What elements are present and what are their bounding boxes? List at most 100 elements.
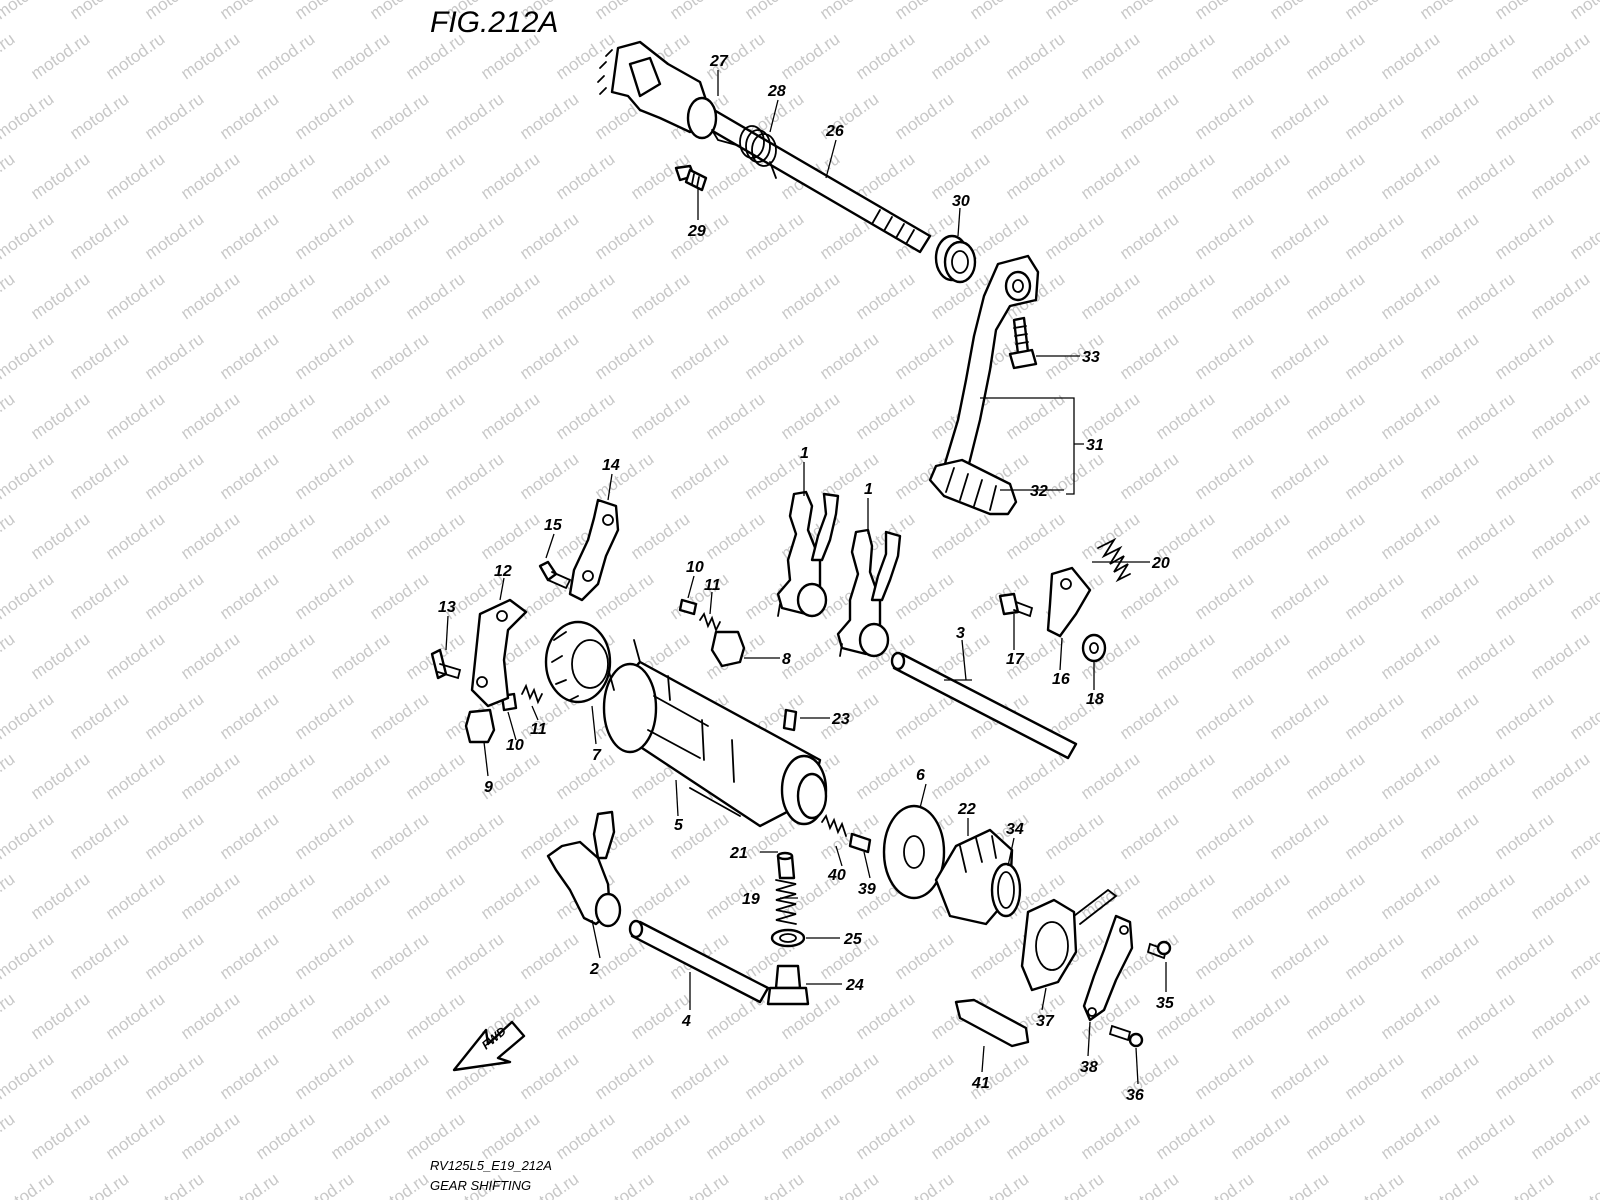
watermark-text: motod.ru bbox=[1077, 509, 1143, 563]
watermark-text: motod.ru bbox=[1416, 569, 1482, 623]
watermark-text: motod.ru bbox=[1452, 989, 1518, 1043]
watermark-text: motod.ru bbox=[177, 269, 243, 323]
watermark-text: motod.ru bbox=[1191, 209, 1257, 263]
spring-11a bbox=[699, 611, 721, 633]
watermark-text: motod.ru bbox=[1152, 389, 1218, 443]
watermark-text: motod.ru bbox=[666, 569, 732, 623]
watermark-text: motod.ru bbox=[552, 389, 618, 443]
watermark-text: motod.ru bbox=[1302, 749, 1368, 803]
watermark-text: motod.ru bbox=[141, 689, 207, 743]
watermark-text: motod.ru bbox=[1266, 209, 1332, 263]
watermark-text: motod.ru bbox=[366, 329, 432, 383]
watermark-text: motod.ru bbox=[66, 449, 132, 503]
watermark-text: motod.ru bbox=[516, 449, 582, 503]
gearshift-shaft-assembly bbox=[597, 40, 977, 284]
watermark-text: motod.ru bbox=[516, 329, 582, 383]
watermark-text: motod.ru bbox=[252, 509, 318, 563]
watermark-text: motod.ru bbox=[1416, 329, 1482, 383]
watermark-text: motod.ru bbox=[1491, 89, 1557, 143]
watermark-text: motod.ru bbox=[1191, 1169, 1257, 1200]
watermark-text: motod.ru bbox=[1491, 1169, 1557, 1200]
watermark-text: motod.ru bbox=[477, 149, 543, 203]
watermark-text: motod.ru bbox=[1152, 149, 1218, 203]
watermark-text: motod.ru bbox=[66, 0, 132, 23]
callout-20: 20 bbox=[1151, 555, 1170, 572]
watermark-text: motod.ru bbox=[441, 329, 507, 383]
watermark-text: motod.ru bbox=[252, 269, 318, 323]
callout-32: 32 bbox=[1030, 483, 1048, 500]
watermark-text: motod.ru bbox=[852, 29, 918, 83]
callout-37: 37 bbox=[1036, 1013, 1055, 1030]
watermark-text: motod.ru bbox=[816, 1169, 882, 1200]
callout-38: 38 bbox=[1080, 1059, 1098, 1076]
watermark-text: motod.ru bbox=[216, 449, 282, 503]
watermark-text: motod.ru bbox=[1077, 1109, 1143, 1163]
watermark-text: motod.ru bbox=[366, 569, 432, 623]
watermark-text: motod.ru bbox=[0, 89, 57, 143]
watermark-text: motod.ru bbox=[627, 869, 693, 923]
watermark-text: motod.ru bbox=[402, 149, 468, 203]
watermark-text: motod.ru bbox=[66, 89, 132, 143]
callout-28: 28 bbox=[767, 83, 786, 100]
watermark-text: motod.ru bbox=[852, 389, 918, 443]
callout-17: 17 bbox=[1006, 651, 1025, 668]
watermark-text: motod.ru bbox=[1191, 809, 1257, 863]
watermark-text: motod.ru bbox=[402, 869, 468, 923]
watermark-text: motod.ru bbox=[966, 0, 1032, 23]
watermark-text: motod.ru bbox=[27, 1109, 93, 1163]
callout-7: 7 bbox=[592, 747, 602, 764]
callout-5: 5 bbox=[674, 817, 684, 834]
watermark-text: motod.ru bbox=[852, 749, 918, 803]
watermark-text: motod.ru bbox=[216, 929, 282, 983]
watermark-text: motod.ru bbox=[291, 1049, 357, 1103]
watermark-text: motod.ru bbox=[27, 749, 93, 803]
callout-3: 3 bbox=[956, 625, 965, 642]
watermark-text: motod.ru bbox=[366, 209, 432, 263]
watermark-text: motod.ru bbox=[627, 509, 693, 563]
watermark-text: motod.ru bbox=[177, 509, 243, 563]
watermark-text: motod.ru bbox=[1266, 0, 1332, 23]
watermark-text: motod.ru bbox=[327, 29, 393, 83]
watermark-text: motod.ru bbox=[1302, 989, 1368, 1043]
watermark-text: motod.ru bbox=[1416, 0, 1482, 23]
watermark-text: motod.ru bbox=[291, 0, 357, 23]
watermark-text: motod.ru bbox=[327, 149, 393, 203]
watermark-text: motod.ru bbox=[291, 89, 357, 143]
watermark-text: motod.ru bbox=[1527, 1109, 1593, 1163]
watermark-text: motod.ru bbox=[1416, 1169, 1482, 1200]
watermark-text: motod.ru bbox=[1527, 149, 1593, 203]
watermark-text: motod.ru bbox=[177, 1109, 243, 1163]
watermark-text: motod.ru bbox=[1491, 329, 1557, 383]
watermark-text: motod.ru bbox=[141, 209, 207, 263]
pin-23 bbox=[782, 708, 798, 732]
watermark-text: motod.ru bbox=[666, 329, 732, 383]
watermark-text: motod.ru bbox=[741, 209, 807, 263]
callout-26: 26 bbox=[825, 123, 844, 140]
watermark-text: motod.ru bbox=[891, 1049, 957, 1103]
watermark-text: motod.ru bbox=[741, 1169, 807, 1200]
washer-6 bbox=[882, 804, 946, 900]
watermark-text: motod.ru bbox=[1377, 1109, 1443, 1163]
watermark-text: motod.ru bbox=[1491, 449, 1557, 503]
watermark-text: motod.ru bbox=[1452, 1109, 1518, 1163]
watermark-text: motod.ru bbox=[1227, 389, 1293, 443]
watermark-text: motod.ru bbox=[102, 389, 168, 443]
watermark-text: motod.ru bbox=[1566, 1049, 1600, 1103]
watermark-text: motod.ru bbox=[1527, 269, 1593, 323]
watermark-text: motod.ru bbox=[1341, 929, 1407, 983]
watermark-text: motod.ru bbox=[1416, 809, 1482, 863]
watermark-text: motod.ru bbox=[27, 269, 93, 323]
watermark-text: motod.ru bbox=[1377, 629, 1443, 683]
watermark-text: motod.ru bbox=[591, 1169, 657, 1200]
watermark-text: motod.ru bbox=[102, 29, 168, 83]
watermark-text: motod.ru bbox=[27, 989, 93, 1043]
watermark-text: motod.ru bbox=[216, 809, 282, 863]
watermark-text: motod.ru bbox=[1452, 29, 1518, 83]
watermark-text: motod.ru bbox=[441, 809, 507, 863]
stopper-bolt bbox=[674, 164, 708, 192]
watermark-text: motod.ru bbox=[66, 329, 132, 383]
clamp-41 bbox=[954, 998, 1030, 1048]
watermark-text: motod.ru bbox=[0, 509, 18, 563]
callout-34: 34 bbox=[1006, 821, 1024, 838]
watermark-text: motod.ru bbox=[27, 29, 93, 83]
